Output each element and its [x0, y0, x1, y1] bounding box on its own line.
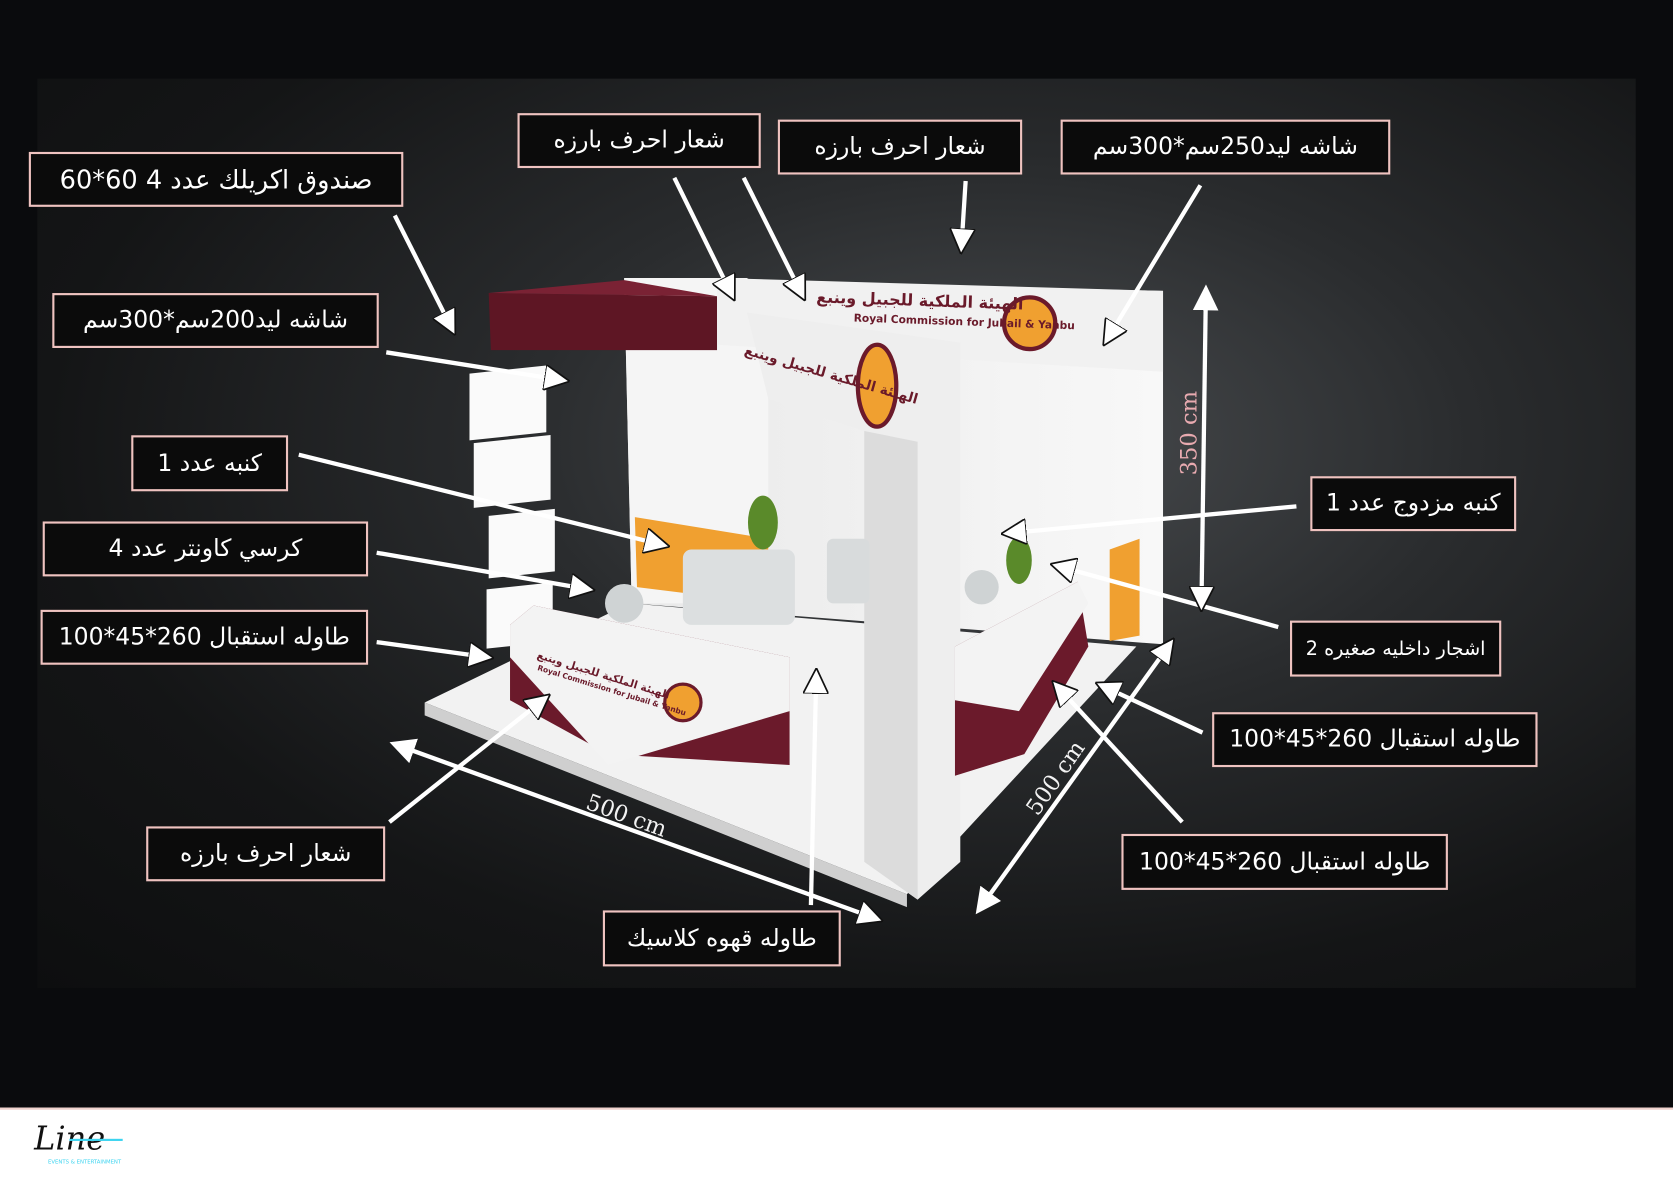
label-raised-logo-3: شعار احرف بارزه	[146, 826, 386, 882]
arrow-led-screen-250	[1106, 184, 1203, 340]
dimension-arrows	[408, 304, 1206, 919]
arrow-sofa-single	[298, 452, 664, 546]
dimension-height: 350 cm	[1176, 390, 1202, 476]
arrow-indoor-plants	[1056, 566, 1279, 630]
commission-logo-desk	[663, 682, 703, 723]
commission-logo-pillar	[855, 342, 899, 429]
arrow-reception-left	[376, 639, 488, 657]
label-reception-right-1: طاوله استقبال 260*45*100	[1212, 712, 1538, 768]
indoor-plants	[747, 495, 1032, 584]
arrow-led-screen-200	[385, 350, 563, 380]
dimension-arrow-depth	[987, 643, 1171, 898]
plant	[1006, 536, 1032, 584]
logo-accent-line	[69, 1138, 123, 1141]
label-indoor-plants: اشجار داخليه صغيره 2	[1290, 620, 1502, 677]
reception-desk-left-top	[510, 605, 790, 765]
label-sofa-double: كنبه مزدوج عدد 1	[1310, 476, 1517, 532]
label-reception-left: طاوله استقبال 260*45*100	[40, 609, 369, 665]
label-counter-chairs: كرسي كاونتر عدد 4	[42, 521, 369, 577]
arrow-counter-chairs	[376, 550, 589, 590]
acrylic-box	[488, 508, 555, 579]
arrow-sofa-double	[1007, 504, 1297, 533]
label-sofa-single: كنبه عدد 1	[131, 435, 289, 492]
dimension-arrow-width	[408, 749, 877, 919]
label-raised-logo-1: شعار احرف بارزه	[517, 113, 761, 169]
footer-divider	[0, 1107, 1673, 1110]
label-led-screen-250: شاشه ليد250سم*300سم	[1060, 119, 1391, 175]
booth-render	[298, 176, 1297, 1108]
sofa-single	[682, 549, 795, 625]
arrow-acrylic-box	[392, 214, 453, 329]
label-acrylic-box: صندوق اكريلك عدد 4 60*60	[28, 151, 404, 207]
arrow-reception-right-1	[1101, 685, 1204, 735]
counter-chair	[964, 569, 999, 605]
acrylic-boxes	[469, 365, 555, 649]
acrylic-box	[473, 435, 551, 508]
header-maroon-box	[488, 293, 718, 351]
label-led-screen-200: شاشه ليد200سم*300سم	[52, 293, 379, 349]
plant	[747, 495, 778, 550]
counter-chair	[604, 583, 644, 623]
sofa-double	[826, 538, 870, 604]
label-reception-right-2: طاوله استقبال 260*45*100	[1121, 833, 1448, 890]
orange-band-right	[1109, 538, 1140, 642]
commission-logo-header	[1001, 295, 1058, 352]
arrow-raised-logo-2	[741, 176, 803, 295]
arrow-raised-logo-1	[672, 176, 732, 295]
label-coffee-table: طاوله قهوه كلاسيك	[602, 910, 841, 967]
label-raised-logo-2: شعار احرف بارزه	[777, 119, 1023, 175]
arrow-header	[961, 180, 965, 248]
acrylic-box	[469, 365, 547, 441]
dimension-arrow-height	[1201, 304, 1205, 606]
booth-pillar-side	[864, 430, 918, 900]
brand-tagline: EVENTS & ENTERTAINMENT	[48, 1159, 122, 1166]
header-maroon-top	[488, 280, 718, 297]
